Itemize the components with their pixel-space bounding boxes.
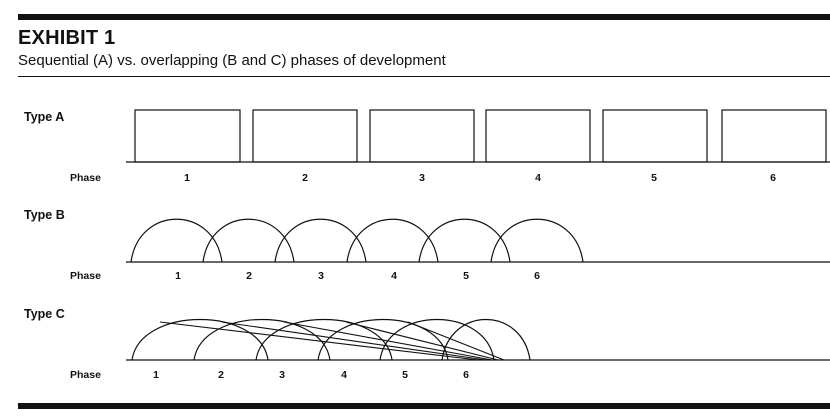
type-c-phase-arch-6 <box>441 318 531 361</box>
type-b-phase-2: 2 <box>246 270 252 282</box>
top-rule <box>18 14 830 20</box>
type-c-overlap-line-2 <box>221 321 487 361</box>
type-b-phase-arch-3 <box>274 218 367 263</box>
type-a-phase-box-2 <box>252 109 358 163</box>
type-a-phase-1: 1 <box>184 172 190 184</box>
type-c-phase-label: Phase <box>70 369 101 381</box>
type-a-phase-4: 4 <box>535 172 541 184</box>
type-b-phase-1: 1 <box>175 270 181 282</box>
type-c-overlap-line-1 <box>159 321 479 361</box>
type-c-overlap-line-4 <box>345 321 499 361</box>
type-a-label: Type A <box>24 110 65 124</box>
type-a-phase-6: 6 <box>770 172 776 184</box>
type-c-phase-3: 3 <box>279 369 285 381</box>
type-b-phase-6: 6 <box>534 270 540 282</box>
type-a-phase-box-4 <box>485 109 591 163</box>
exhibit-subtitle: Sequential (A) vs. overlapping (B and C)… <box>18 52 446 69</box>
type-c-phase-arch-4 <box>317 319 449 361</box>
type-c-overlap-line-5 <box>407 321 505 361</box>
type-c-phase-arch-2 <box>193 318 331 361</box>
type-b-phase-3: 3 <box>318 270 324 282</box>
type-b-label: Type B <box>24 208 65 222</box>
type-a-phase-label: Phase <box>70 172 101 184</box>
type-b-phase-label: Phase <box>70 270 101 282</box>
type-c-phase-5: 5 <box>402 369 408 381</box>
type-b-phase-arch-1 <box>130 218 223 263</box>
type-b-phase-5: 5 <box>463 270 469 282</box>
header-divider <box>18 76 830 77</box>
type-c-overlap-line-3 <box>283 321 493 361</box>
type-b-phase-arch-4 <box>346 218 439 263</box>
type-c-phase-arch-1 <box>131 318 269 361</box>
type-c-phase-6: 6 <box>463 369 469 381</box>
type-c-phase-arch-3 <box>255 318 393 361</box>
type-b-phase-arch-6 <box>490 218 584 263</box>
type-c-phase-2: 2 <box>218 369 224 381</box>
type-a-phase-box-6 <box>721 109 827 163</box>
type-a-phase-box-5 <box>602 109 708 163</box>
type-b-phase-arch-2 <box>202 218 295 263</box>
exhibit-title: EXHIBIT 1 <box>18 27 116 49</box>
type-a-phase-5: 5 <box>651 172 657 184</box>
type-c-phase-arch-5 <box>379 319 495 361</box>
bottom-rule <box>18 403 830 409</box>
type-a-phase-box-3 <box>369 109 475 163</box>
type-b-phase-arch-5 <box>418 218 511 263</box>
type-a-phase-3: 3 <box>419 172 425 184</box>
type-a-phase-2: 2 <box>302 172 308 184</box>
type-c-phase-1: 1 <box>153 369 159 381</box>
type-b-phase-4: 4 <box>391 270 397 282</box>
type-c-label: Type C <box>24 307 65 321</box>
type-c-phase-4: 4 <box>341 369 347 381</box>
type-a-phase-box-1 <box>134 109 241 163</box>
